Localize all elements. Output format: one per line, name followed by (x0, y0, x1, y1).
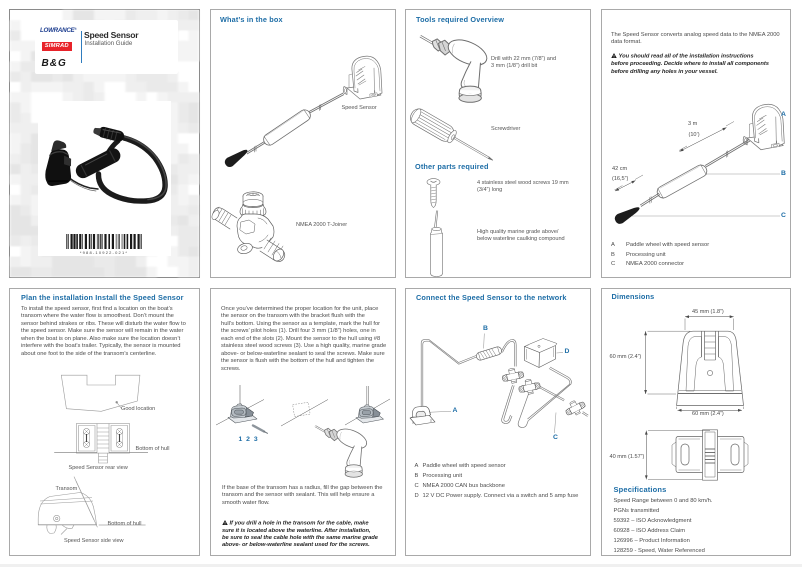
svg-text:!: ! (224, 521, 225, 526)
svg-text:!: ! (613, 54, 614, 59)
